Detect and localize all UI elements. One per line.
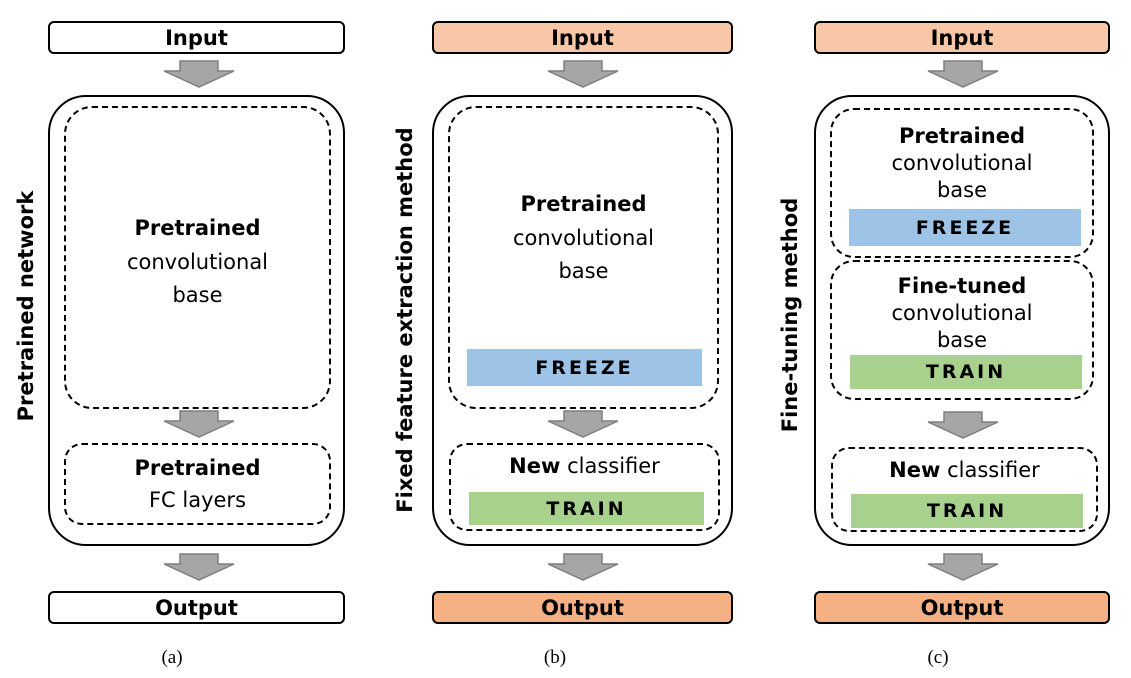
classifier-new-b: New — [509, 454, 561, 478]
conv-base-line1-b: convolutional — [512, 226, 655, 250]
down-arrow-icon — [547, 553, 619, 581]
side-label-c: Fine-tuning method — [778, 197, 802, 433]
classifier-box-b: New classifier TRAIN — [449, 443, 720, 531]
down-arrow-icon — [927, 411, 999, 439]
conv-base-title-a: Pretrained — [134, 216, 261, 240]
train-label-c1: TRAIN — [925, 361, 1007, 383]
conv-base-line1-a: convolutional — [126, 250, 269, 274]
classifier-title-c: New classifier — [833, 457, 1096, 484]
fixed-feature-box — [432, 95, 733, 546]
fine-tuned-line1-c: convolutional — [891, 301, 1033, 325]
fine-tuning-box — [814, 95, 1110, 546]
freeze-label-b: FREEZE — [535, 356, 634, 379]
output-label-c: Output — [920, 595, 1004, 620]
input-label-a: Input — [165, 25, 228, 50]
freeze-bar-c: FREEZE — [849, 209, 1081, 246]
classifier-box-c: New classifier TRAIN — [831, 447, 1098, 532]
fine-tuned-base-box-c: Fine-tuned convolutional base TRAIN — [830, 260, 1094, 400]
input-box-b: Input — [432, 21, 733, 54]
train-label-b: TRAIN — [546, 497, 627, 520]
conv-base-title-b: Pretrained — [520, 192, 647, 216]
train-bar-b: TRAIN — [469, 492, 704, 525]
down-arrow-icon — [163, 553, 235, 581]
conv-base-line2-a: base — [172, 283, 223, 307]
output-box-b: Output — [432, 591, 733, 624]
train-label-c2: TRAIN — [926, 500, 1008, 522]
side-label-b: Fixed feature extraction method — [393, 127, 417, 513]
input-label-c: Input — [930, 25, 994, 50]
freeze-label-c: FREEZE — [915, 216, 1015, 239]
down-arrow-icon — [163, 60, 235, 88]
fc-layers-box-a: Pretrained FC layers — [64, 443, 331, 525]
down-arrow-icon — [163, 410, 235, 438]
train-bar-c2: TRAIN — [851, 494, 1083, 528]
fine-tuned-title-c: Fine-tuned — [897, 274, 1027, 298]
classifier-rest-b: classifier — [560, 454, 660, 478]
classifier-rest-c: classifier — [940, 458, 1040, 482]
pretrained-title-c: Pretrained — [899, 124, 1025, 148]
down-arrow-icon — [547, 410, 619, 438]
classifier-new-c: New — [889, 458, 941, 482]
caption-b: (b) — [543, 647, 567, 668]
fc-title-a: Pretrained — [134, 456, 261, 480]
caption-c: (c) — [927, 647, 949, 668]
output-box-c: Output — [814, 591, 1110, 624]
input-box-a: Input — [48, 21, 345, 54]
output-label-b: Output — [541, 595, 624, 620]
classifier-title-b: New classifier — [451, 453, 718, 480]
down-arrow-icon — [547, 60, 619, 88]
down-arrow-icon — [927, 553, 999, 581]
pretrained-line1-c: convolutional — [891, 151, 1033, 175]
freeze-bar-b: FREEZE — [467, 349, 702, 386]
fc-line-a: FC layers — [148, 488, 247, 512]
caption-a: (a) — [161, 647, 183, 668]
side-label-a: Pretrained network — [14, 190, 38, 422]
pretrained-network-box — [48, 95, 345, 546]
output-box-a: Output — [48, 591, 345, 624]
conv-base-box-a: Pretrained convolutional base — [64, 106, 331, 409]
conv-base-line2-b: base — [558, 259, 609, 283]
fine-tuned-line2-c: base — [936, 328, 988, 352]
train-bar-c1: TRAIN — [850, 355, 1082, 389]
down-arrow-icon — [927, 60, 999, 88]
pretrained-base-box-c: Pretrained convolutional base FREEZE — [830, 108, 1094, 258]
pretrained-line2-c: base — [936, 178, 988, 202]
input-label-b: Input — [551, 25, 614, 50]
conv-base-box-b: Pretrained convolutional base FREEZE — [448, 106, 719, 409]
output-label-a: Output — [155, 595, 238, 620]
input-box-c: Input — [814, 21, 1110, 54]
